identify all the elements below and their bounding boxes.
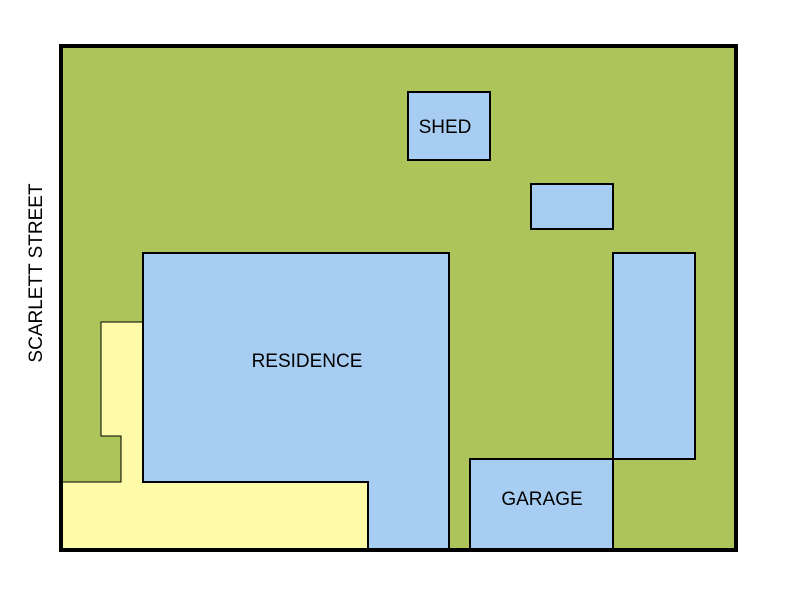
residence-label: RESIDENCE: [252, 351, 363, 372]
shed-label: SHED: [419, 117, 472, 138]
small-structure: [530, 183, 614, 230]
side-structure: [612, 252, 696, 460]
street-label: SCARLETT STREET: [26, 183, 47, 363]
property-boundary-outline: [59, 44, 738, 552]
shed-building: [407, 91, 491, 161]
garage-label: GARAGE: [501, 489, 582, 510]
